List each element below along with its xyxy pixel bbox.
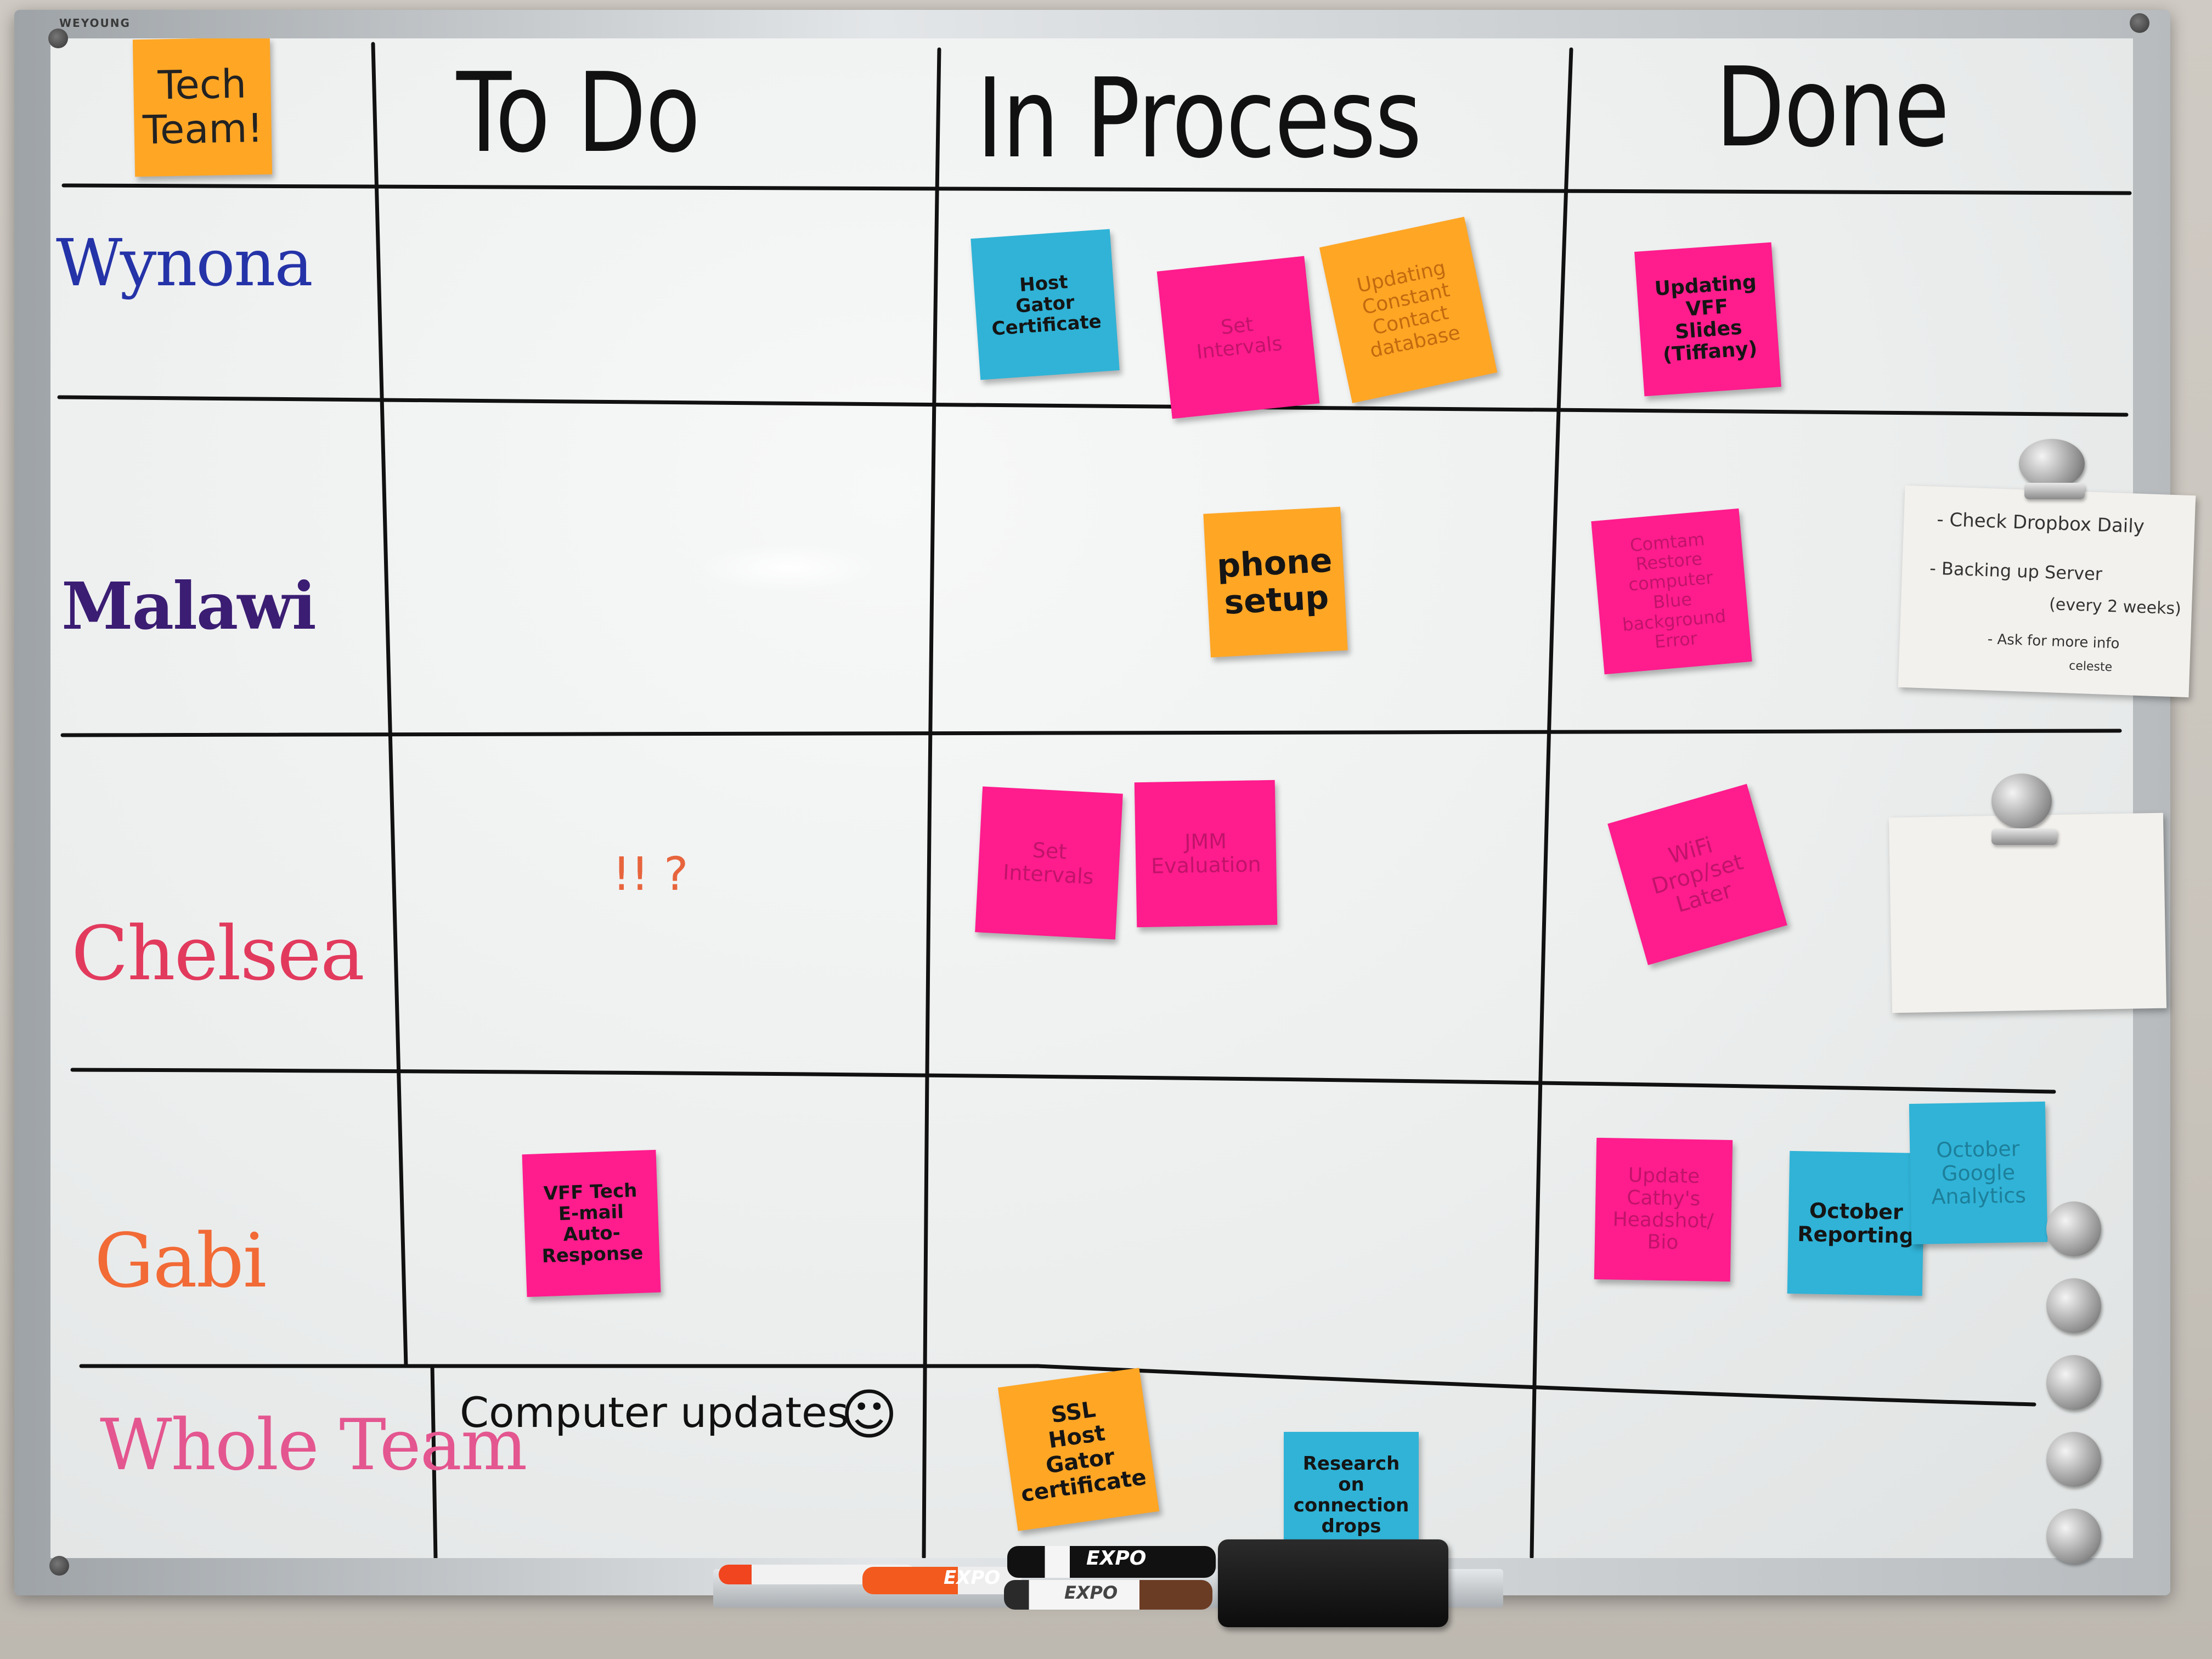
marker-brown-expo[interactable] [1004, 1580, 1212, 1610]
grid-line-h3 [60, 729, 2122, 737]
board-grid [57, 42, 2132, 1558]
frame-corner-screw [48, 29, 68, 48]
note-comtam-restore[interactable]: Comtam Restore computer Blue background … [1591, 508, 1752, 675]
grid-line-v3 [1530, 47, 1573, 1558]
row-label-wynona: Wynona [56, 225, 313, 301]
grid-line-v1 [371, 42, 408, 1368]
grid-line-h1 [61, 183, 2132, 195]
marker-orange-expo[interactable] [862, 1567, 1022, 1594]
handwritten-smile: ☺ [840, 1383, 898, 1447]
note-tech-team[interactable]: Tech Team! [132, 38, 273, 177]
card-line: - Backing up Server [1929, 557, 2103, 585]
grid-line-h4 [70, 1068, 2056, 1094]
handwritten-smiley-question: !! ? [612, 847, 689, 901]
magnet-clip-icon[interactable] [2046, 1355, 2101, 1410]
note-phone-setup[interactable]: phone setup [1203, 506, 1348, 658]
grid-line-h5 [79, 1363, 2036, 1407]
row-label-whole-team: Whole Team [100, 1404, 527, 1486]
marker-black-expo[interactable] [1007, 1546, 1216, 1578]
magnet-clip-icon[interactable] [2046, 1278, 2101, 1333]
frame-corner-screw [2130, 13, 2149, 33]
note-ssl-certificate[interactable]: SSL Host Gator certificate [997, 1368, 1160, 1531]
card-line: (every 2 weeks) [2049, 595, 2182, 619]
clipped-card-dropbox[interactable]: - Check Dropbox Daily - Backing up Serve… [1898, 485, 2196, 698]
whiteboard-eraser[interactable] [1218, 1539, 1448, 1627]
note-research-connection-drops[interactable]: Research on connection drops [1284, 1432, 1419, 1558]
handwritten-computer-updates: Computer updates [460, 1388, 849, 1437]
note-host-gator-certificate[interactable]: Host Gator Certificate [970, 229, 1120, 380]
note-set-intervals-chelsea[interactable]: Set Intervals [975, 786, 1123, 940]
column-header-done: Done [1716, 44, 1950, 172]
note-october-google-analytics[interactable]: October Google Analytics [1909, 1101, 2048, 1245]
row-label-gabi: Gabi [94, 1218, 267, 1305]
binder-clip-icon [2024, 483, 2085, 499]
light-glare [698, 543, 879, 592]
note-october-reporting[interactable]: October Reporting [1787, 1150, 1925, 1296]
note-update-cathy-headshot[interactable]: Update Cathy's Headshot/ Bio [1594, 1137, 1733, 1282]
binder-clip-icon[interactable] [1991, 774, 2052, 828]
magnet-clip-icon[interactable] [2046, 1432, 2101, 1487]
magnet-clip-icon[interactable] [2046, 1509, 2101, 1564]
marker-label: EXPO [1086, 1547, 1147, 1570]
grid-line-v4 [430, 1364, 438, 1558]
binder-clip-icon [1991, 828, 2057, 845]
row-label-malawi: Malawi [61, 568, 317, 644]
note-vff-tech-email[interactable]: VFF Tech E-mail Auto-Response [522, 1149, 661, 1297]
note-jmm-evaluation[interactable]: JMM Evaluation [1134, 780, 1278, 928]
magnet-clip-icon[interactable] [2046, 1201, 2101, 1256]
card-line: celeste [2068, 659, 2113, 675]
card-line: - Check Dropbox Daily [1936, 508, 2145, 538]
brand-label: WEYOUNG [59, 16, 131, 30]
grid-line-v2 [922, 47, 941, 1558]
note-updating-vff-slides[interactable]: Updating VFF Slides (Tiffany) [1634, 242, 1781, 397]
binder-clip-icon[interactable] [2019, 439, 2085, 488]
column-header-in-process: In Process [977, 55, 1422, 183]
whiteboard: To Do In Process Done Wynona Malawi Chel… [50, 38, 2133, 1558]
card-line: - Ask for more info [1987, 631, 2120, 652]
marker-label: EXPO [1064, 1582, 1118, 1603]
grid-line-h2 [57, 395, 2129, 417]
frame-corner-screw [49, 1556, 69, 1576]
marker-label: EXPO [944, 1567, 1001, 1589]
row-label-chelsea: Chelsea [71, 911, 365, 997]
note-set-intervals-wynona[interactable]: Set Intervals [1156, 256, 1320, 419]
column-header-todo: To Do [456, 49, 701, 177]
